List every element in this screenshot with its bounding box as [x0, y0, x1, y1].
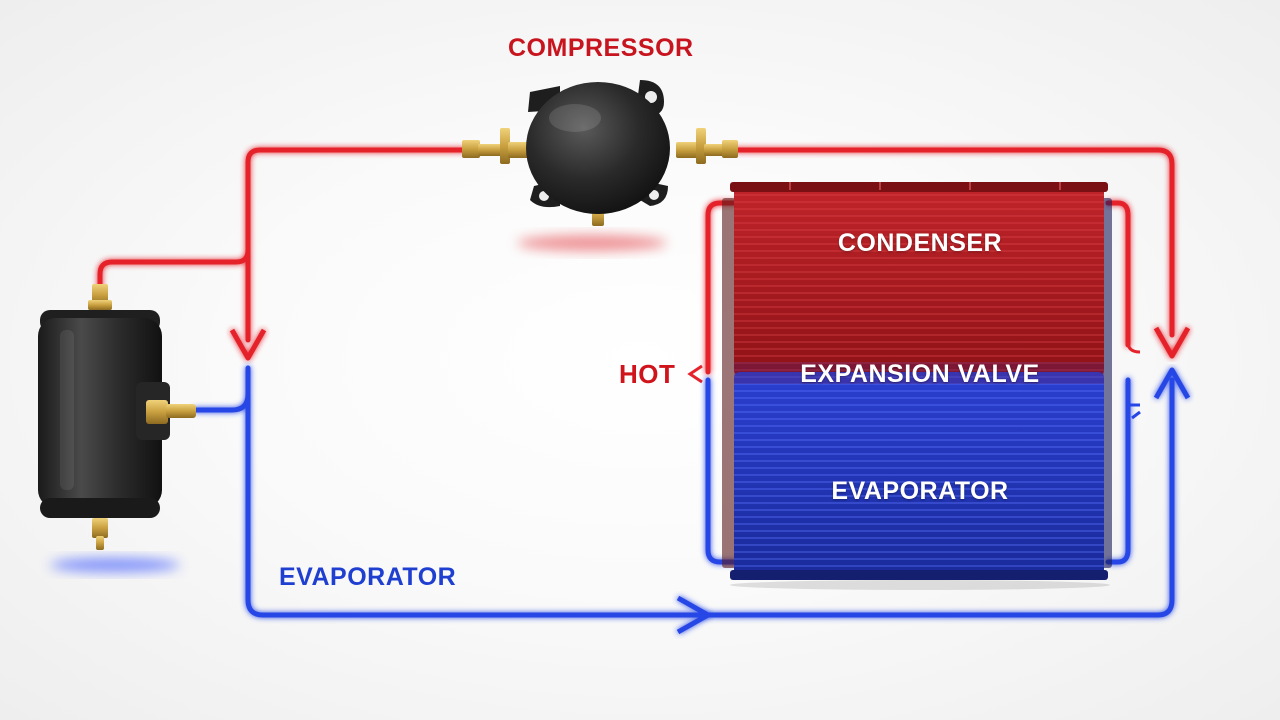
- hot-line-right-vertical: [732, 147, 1175, 338]
- receiver-body: [38, 318, 162, 508]
- expansion-valve-label: EXPANSION VALVE: [800, 360, 1040, 388]
- condenser-label: CONDENSER: [837, 229, 1003, 257]
- hot-arrow-right: [1153, 326, 1191, 359]
- evaporator-line-label: EVAPORATOR: [279, 563, 457, 591]
- hot-line-right-stub: [1126, 341, 1141, 354]
- hot-line: [97, 147, 1175, 375]
- hot-pointer-arrow: [687, 364, 703, 384]
- hot-line-condenser-loop: [705, 200, 738, 375]
- cold-arrow-right: [1153, 367, 1191, 400]
- receiver-shadow: [50, 558, 180, 572]
- hot-line-condenser-right: [1105, 200, 1131, 348]
- evaporator-fins: [734, 372, 1104, 578]
- compressor-body: [526, 82, 670, 214]
- hot-arrow-left: [229, 328, 267, 361]
- hot-line-receiver-branch: [97, 247, 251, 293]
- cold-line-evaporator-right: [1105, 377, 1131, 565]
- hot-line-left-vertical: [245, 147, 468, 343]
- compressor-shadow: [517, 235, 667, 251]
- compressor-label: COMPRESSOR: [508, 34, 694, 62]
- heat-exchanger-icon: [722, 182, 1112, 590]
- compressor-icon: [462, 80, 738, 226]
- hot-label: HOT: [619, 359, 676, 389]
- cold-line-evaporator-loop: [705, 377, 738, 565]
- evaporator-unit-label: EVAPORATOR: [831, 477, 1009, 505]
- receiver-drier-icon: [38, 284, 196, 550]
- condenser-fins: [734, 186, 1104, 376]
- cold-line-right-stub: [1128, 403, 1141, 420]
- cold-line-receiver-outlet: [192, 365, 251, 413]
